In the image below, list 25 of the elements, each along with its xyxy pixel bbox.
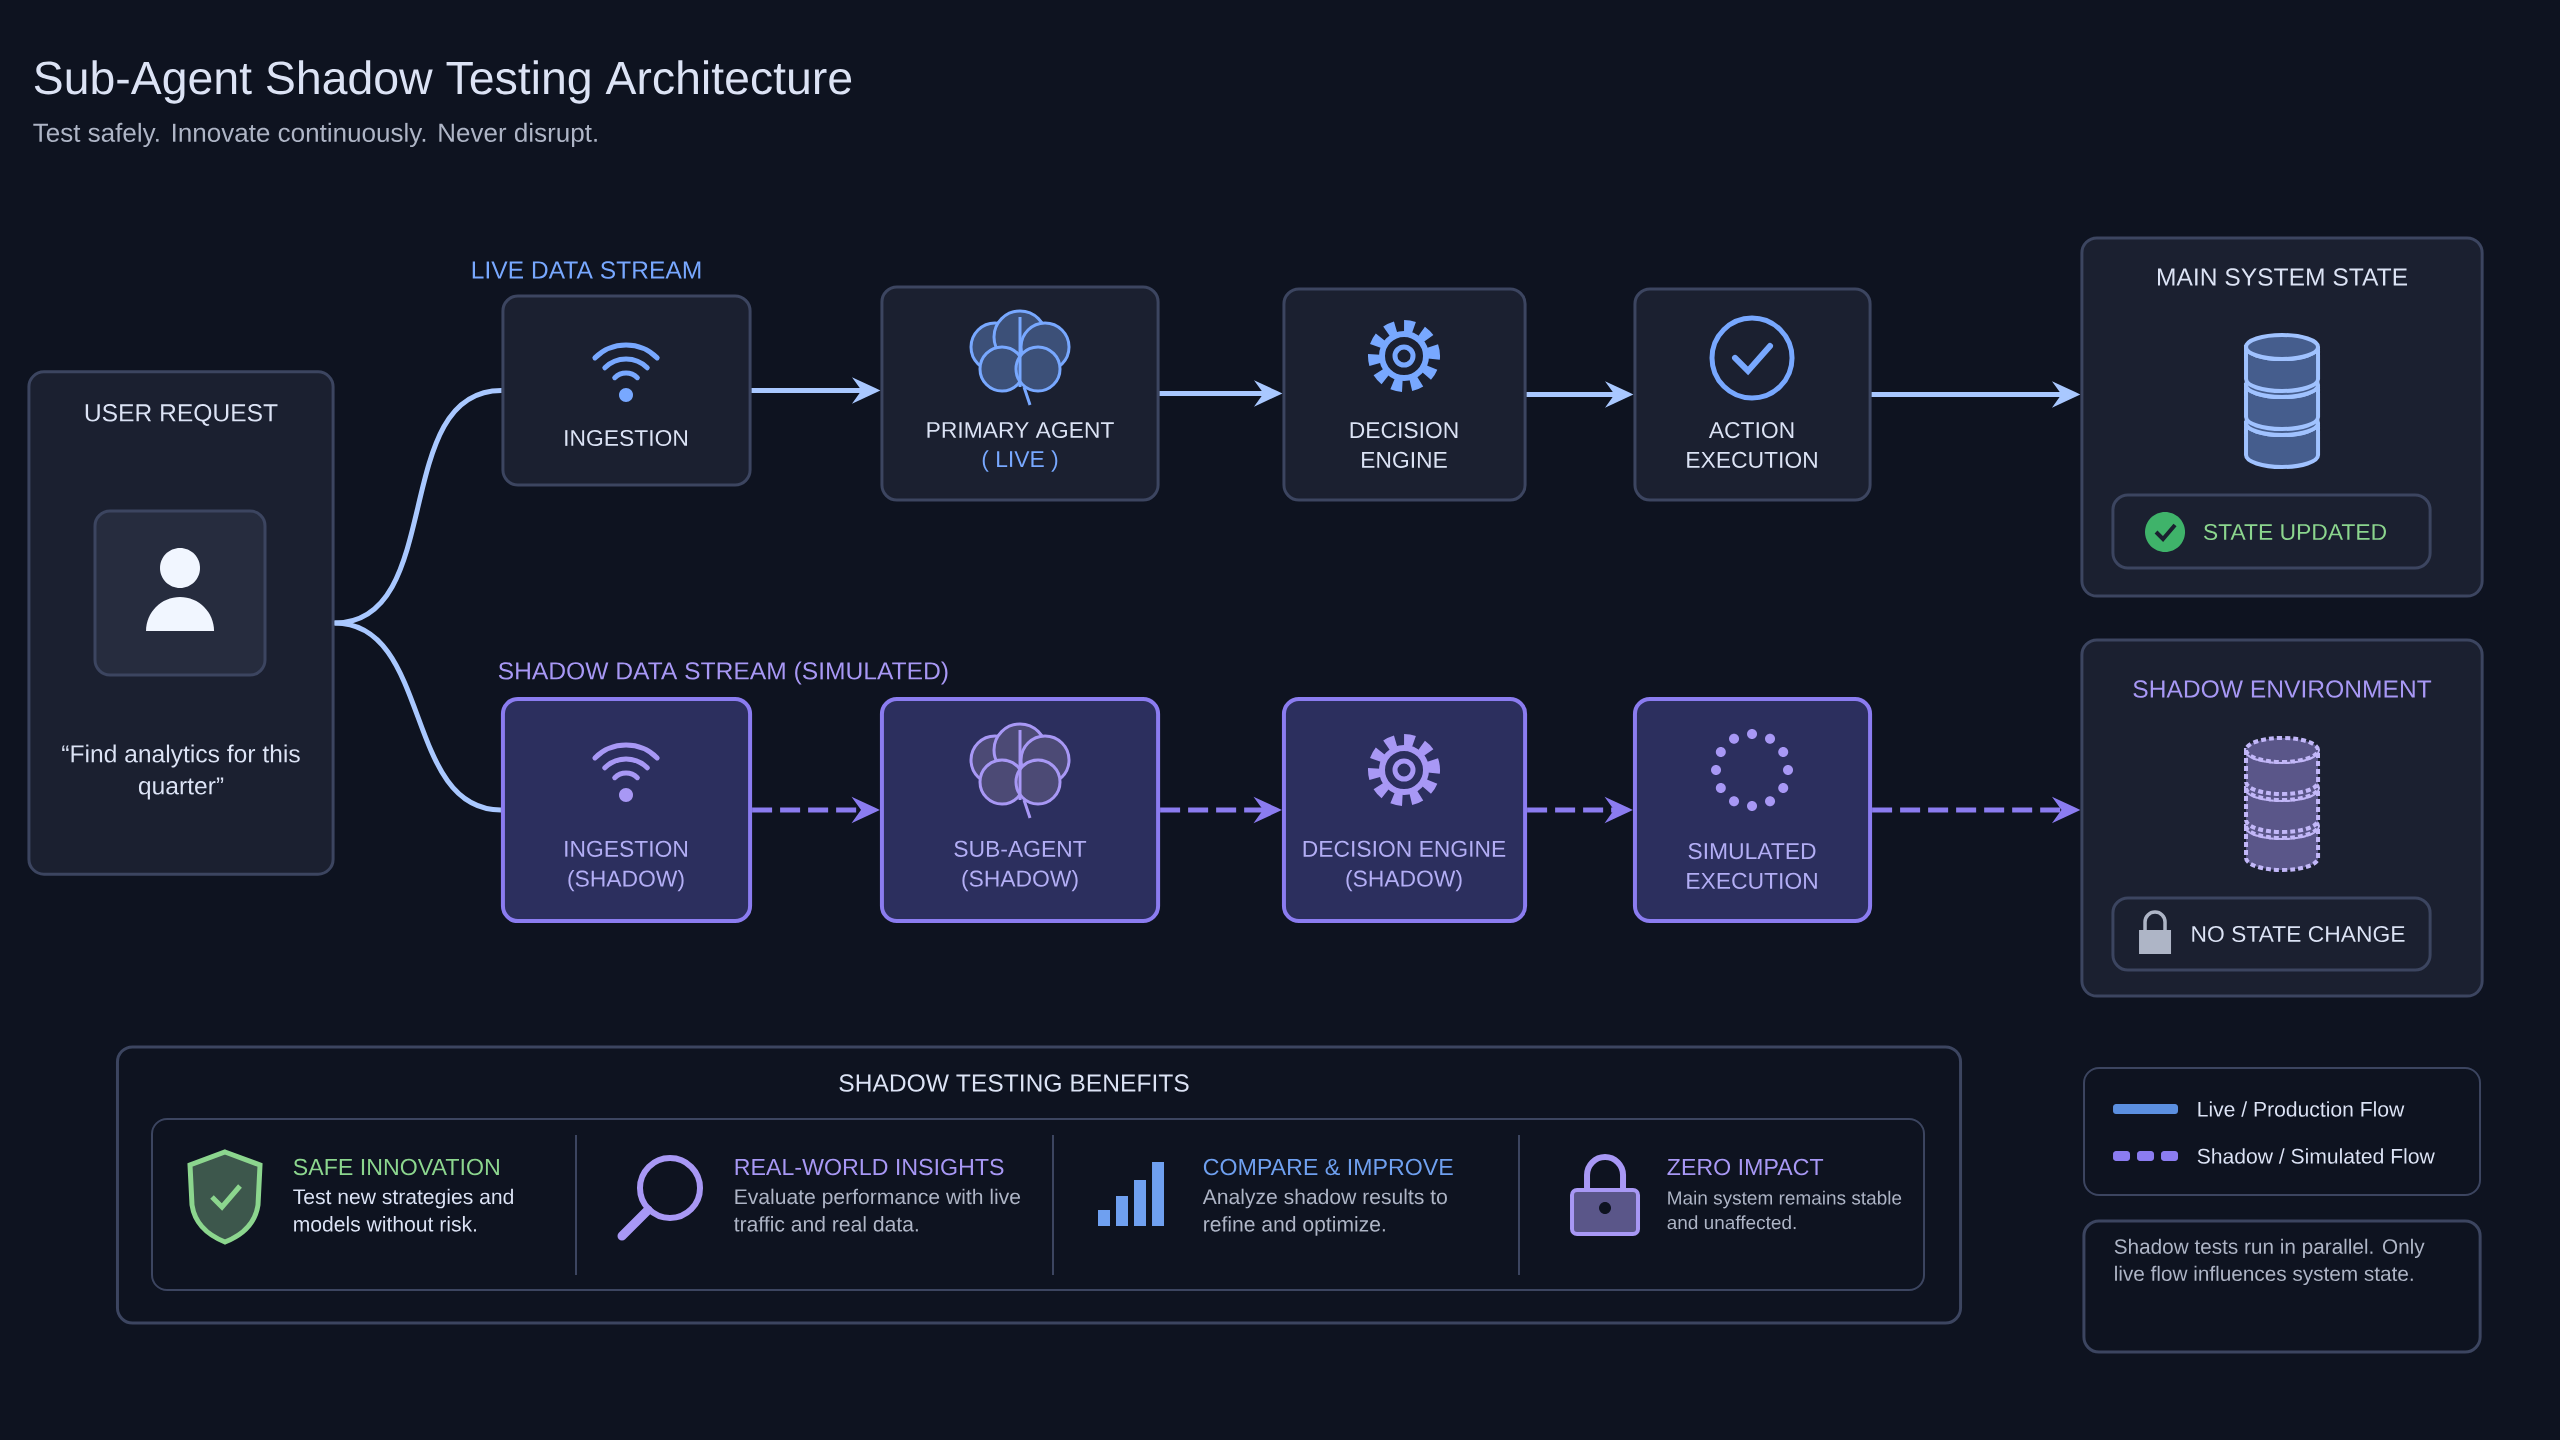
process-box: INGESTION [501,294,752,487]
benefit-title: COMPARE & IMPROVE [1203,1158,1453,1176]
benefit-text: Analyze shadow results to refine and optimize. [1202,1188,1447,1236]
process-box: SUB-AGENT (SHADOW) [879,696,1161,924]
section-label: SHADOW DATA STREAM (SIMULATED) [498,661,948,685]
process-box: DECISION ENGINE (SHADOW) [1281,696,1528,924]
benefit-title: REAL-WORLD INSIGHTS [735,1158,1004,1176]
status-badge: NO STATE CHANGE [2111,896,2432,972]
subtitle: Test safely. Innovate continuously. Never disrupt. [33,122,597,148]
benefit-text: Evaluate performance with live traffic and real data. [734,1188,1021,1232]
benefit-text: Main system remains stable and unaffected. [1667,1190,1902,1230]
process-box: ACTION EXECUTION [1633,287,1872,502]
process-box: INGESTION (SHADOW) [500,696,753,924]
legend-label: Shadow / Simulated Flow [2197,1148,2435,1164]
status-badge: STATE UPDATED [2111,493,2432,570]
node-label: “Find analytics for this quarter” [62,744,300,800]
process-box: SIMULATED EXECUTION [1632,696,1873,924]
node-label: USER REQUEST [85,404,278,426]
benefit-text: Test new strategies and models without risk. [293,1188,513,1232]
title: Sub-Agent Shadow Testing Architecture [34,60,852,104]
benefit-title: SAFE INNOVATION [293,1158,499,1176]
process-box: DECISION ENGINE [1282,287,1527,502]
benefit-title: ZERO IMPACT [1667,1158,1824,1176]
panel: Shadow tests run in parallel. Only live flow influences system state. [2082,1219,2482,1354]
legend-label: Live / Production Flow [2198,1101,2405,1117]
